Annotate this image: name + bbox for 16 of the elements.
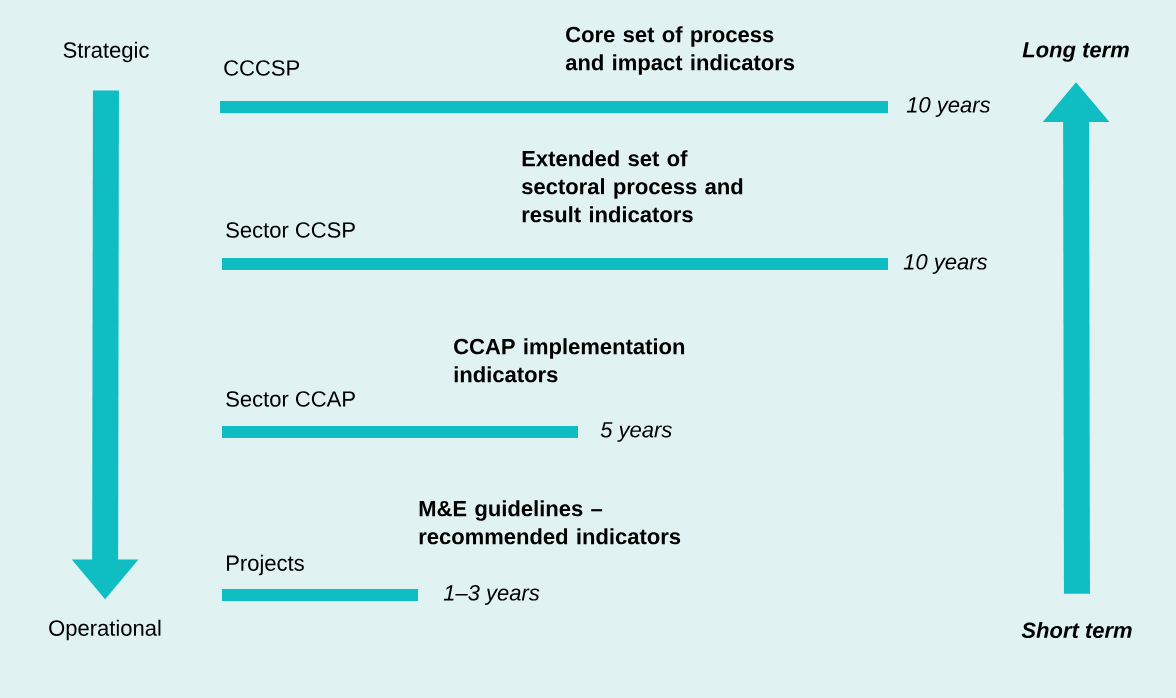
indicator-text: M&E guidelines – recommended indicators (419, 500, 681, 545)
bar-label: Sector CCSP (226, 222, 355, 238)
end-label: Short term (1021, 621, 1132, 639)
end-label: Operational (49, 619, 161, 641)
bar-label: CCCSP (224, 60, 300, 76)
end-label: Strategic (63, 41, 149, 63)
indicator-text: Core set of process and impact indicators (565, 26, 795, 75)
duration-label: 5 years (600, 422, 672, 442)
bar-label: Sector CCAP (226, 391, 355, 407)
bar-label: Projects (227, 554, 304, 576)
indicator-text: CCAP implementation indicators (454, 338, 685, 383)
duration-label: 10 years (906, 97, 991, 117)
end-label: Long term (1022, 42, 1129, 62)
duration-label: 1–3 years (443, 585, 540, 605)
indicator-text: Extended set of sectoral process and result indicators (521, 150, 743, 223)
duration-label: 10 years (903, 254, 988, 274)
